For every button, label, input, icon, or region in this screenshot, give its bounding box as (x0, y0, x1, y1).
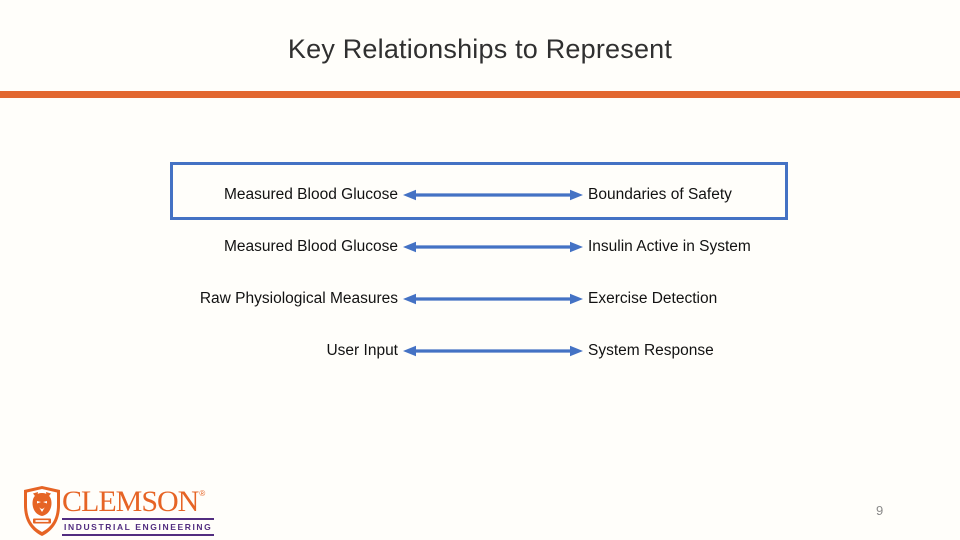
title-accent-bar (0, 91, 960, 98)
wordmark-line: CLEMSON ® (62, 485, 214, 518)
clemson-logo: CLEMSON ® INDUSTRIAL ENGINEERING (24, 485, 215, 536)
relationship-left-label: Raw Physiological Measures (199, 290, 398, 307)
relationship-left-label: User Input (326, 342, 398, 359)
relationship-row: User Input System Response (0, 325, 960, 377)
clemson-wordmark: CLEMSON (62, 485, 199, 518)
double-arrow-icon (403, 293, 583, 305)
page-title: Key Relationships to Represent (287, 34, 673, 64)
relationship-right-label: Boundaries of Safety (588, 186, 732, 203)
logo-text-block: CLEMSON ® INDUSTRIAL ENGINEERING (62, 485, 215, 536)
double-arrow-icon (403, 241, 583, 253)
arrow-cell (398, 188, 588, 202)
relationship-left-label: Measured Blood Glucose (223, 186, 398, 203)
relationship-right-label: Exercise Detection (588, 290, 718, 307)
double-arrow-icon (403, 189, 583, 201)
arrow-cell (398, 240, 588, 254)
relationship-row: Measured Blood Glucose Insulin Active in… (0, 221, 960, 273)
page-number: 9 (876, 503, 884, 518)
emphasis-box (170, 162, 788, 220)
relationship-right-label: System Response (588, 342, 714, 359)
logo-subtitle: INDUSTRIAL ENGINEERING (62, 517, 215, 536)
relationship-left-label: Measured Blood Glucose (223, 238, 398, 255)
arrow-cell (398, 344, 588, 358)
relationship-diagram: Measured Blood Glucose Boundaries of Saf… (0, 169, 960, 377)
arrow-cell (398, 292, 588, 306)
double-arrow-icon (403, 345, 583, 357)
clemson-shield-icon (24, 486, 60, 536)
registered-trademark-symbol: ® (199, 489, 206, 498)
relationship-right-label: Insulin Active in System (588, 238, 751, 255)
relationship-row: Raw Physiological Measures Exercise Dete… (0, 273, 960, 325)
relationship-row: Measured Blood Glucose Boundaries of Saf… (0, 169, 960, 221)
